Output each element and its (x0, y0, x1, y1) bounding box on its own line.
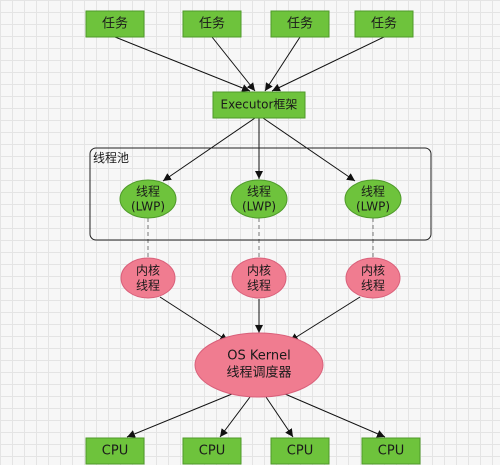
thread-pool-title: 线程池 (93, 150, 129, 165)
kernel-thread-sublabel: 线程 (361, 278, 385, 293)
kernel-thread-sublabel: 线程 (136, 278, 160, 293)
arrow-task-1-to-executor (114, 36, 251, 92)
cpu-row: CPU CPU CPU CPU (85, 437, 421, 465)
task-row: 任务 任务 任务 任务 (85, 10, 414, 38)
arrow-executor-to-thread-3 (262, 117, 356, 182)
cpu-box: CPU (361, 437, 421, 465)
thread-pool-frame (89, 147, 432, 241)
connectors (114, 36, 386, 438)
pool-thread: 线程 (LWP) (119, 179, 177, 219)
arrow-scheduler-to-cpu-1 (126, 393, 233, 438)
arrow-task-3-to-executor (264, 36, 301, 92)
cpu-box: CPU (182, 437, 242, 465)
pool-thread-shape (119, 179, 177, 219)
pool-thread: 线程 (LWP) (230, 179, 288, 219)
cpu-box: CPU (85, 437, 145, 465)
kernel-thread-row: 内核 线程 内核 线程 内核 线程 (120, 257, 401, 299)
arrow-kernel-3-to-scheduler (289, 296, 361, 342)
arrow-scheduler-to-cpu-2 (219, 396, 251, 438)
executor-box-shape (212, 91, 306, 119)
arrow-scheduler-to-cpu-3 (265, 396, 294, 438)
task-box-shape (85, 10, 145, 38)
task-label: 任务 (371, 16, 397, 32)
cpu-label: CPU (287, 444, 313, 459)
kernel-thread-label: 内核 (136, 264, 160, 278)
executor-box: Executor框架 (212, 91, 306, 119)
pool-thread-label: 线程 (247, 184, 271, 199)
arrow-scheduler-to-cpu-4 (284, 393, 386, 438)
scheduler-label: OS Kernel (227, 349, 290, 364)
cpu-box-shape (85, 437, 145, 465)
kernel-thread-label: 内核 (247, 264, 271, 278)
os-kernel-scheduler: OS Kernel 线程调度器 (194, 332, 324, 398)
task-box-shape (270, 10, 330, 38)
task-label: 任务 (199, 16, 225, 32)
pool-thread-sublabel: (LWP) (242, 200, 276, 214)
pool-thread-sublabel: (LWP) (131, 200, 165, 214)
executor-label: Executor框架 (221, 98, 298, 112)
cpu-label: CPU (199, 444, 225, 459)
task-label: 任务 (102, 16, 128, 32)
arrow-task-4-to-executor (271, 36, 385, 92)
kernel-thread-label: 内核 (361, 264, 385, 278)
pool-thread-shape (344, 179, 402, 219)
task-label: 任务 (287, 16, 313, 32)
thread-pool: 线程池 线程 (LWP) 线程 (LWP) 线程 (LWP) (89, 147, 432, 241)
pool-thread-label: 线程 (136, 184, 160, 199)
pool-thread-sublabel: (LWP) (356, 200, 390, 214)
task-box: 任务 (270, 10, 330, 38)
kernel-thread: 内核 线程 (120, 257, 176, 299)
kernel-thread-shape (231, 257, 287, 299)
cpu-box-shape (361, 437, 421, 465)
cpu-box-shape (270, 437, 330, 465)
cpu-box: CPU (270, 437, 330, 465)
kernel-thread-sublabel: 线程 (247, 278, 271, 293)
cpu-box-shape (182, 437, 242, 465)
task-box-shape (182, 10, 242, 38)
arrow-task-2-to-executor (211, 36, 256, 92)
kernel-thread: 内核 线程 (231, 257, 287, 299)
scheduler-sublabel: 线程调度器 (226, 365, 291, 381)
cpu-label: CPU (102, 444, 128, 459)
pool-thread-label: 线程 (361, 184, 385, 199)
kernel-thread: 内核 线程 (345, 257, 401, 299)
scheduler-shape (194, 332, 324, 398)
cpu-label: CPU (378, 444, 404, 459)
task-box: 任务 (354, 10, 414, 38)
arrow-kernel-1-to-scheduler (159, 296, 229, 342)
pool-thread-shape (230, 179, 288, 219)
pool-thread: 线程 (LWP) (344, 179, 402, 219)
task-box-shape (354, 10, 414, 38)
kernel-thread-shape (345, 257, 401, 299)
arrow-executor-to-thread-1 (162, 117, 256, 182)
task-box: 任务 (85, 10, 145, 38)
task-box: 任务 (182, 10, 242, 38)
kernel-thread-shape (120, 257, 176, 299)
